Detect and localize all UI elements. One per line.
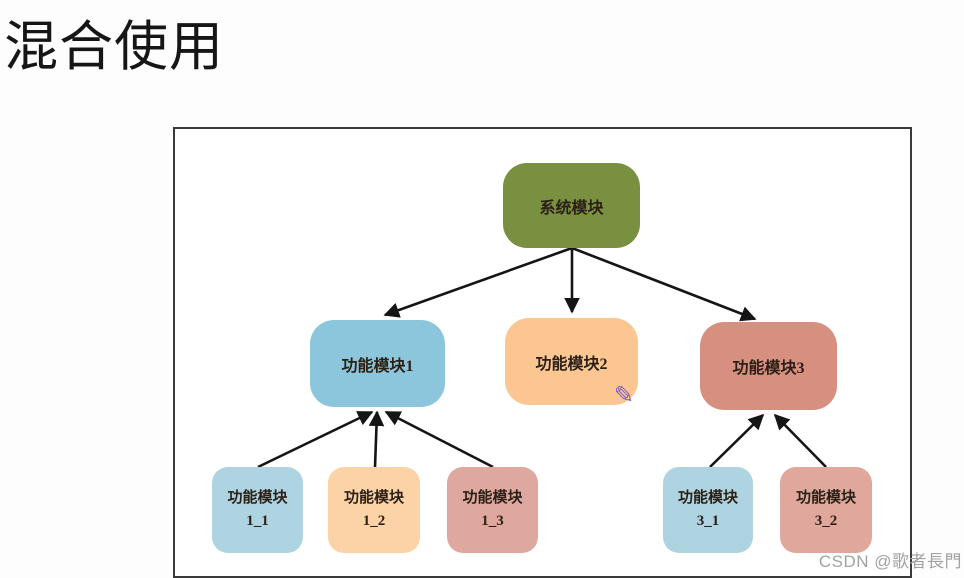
node-label: 功能模块	[795, 489, 856, 506]
node-function-module-2: 功能模块2 ✎	[505, 318, 638, 409]
node-function-module-1-1: 功能模块 1_1	[212, 467, 303, 553]
node-function-module-3-1: 功能模块 3_1	[663, 467, 753, 553]
node-system-module: 系统模块	[503, 163, 640, 248]
node-sublabel: 1_1	[246, 513, 269, 529]
node-label: 功能模块3	[732, 360, 805, 377]
node-function-module-1-2: 功能模块 1_2	[328, 467, 420, 553]
node-sublabel: 3_2	[814, 513, 838, 529]
diagram-canvas: 系统模块 功能模块1 功能模块2 ✎ 功能模块3 功能模块 1_1 功能模块 1…	[173, 127, 912, 578]
node-sublabel: 1_2	[362, 513, 386, 529]
node-sublabel: 3_1	[696, 513, 720, 529]
pencil-icon: ✎	[613, 381, 634, 409]
edge-c13-to-f1	[384, 410, 494, 469]
node-label: 功能模块	[677, 489, 738, 506]
edge-c32-to-f3	[773, 413, 827, 468]
node-label: 功能模块	[227, 489, 288, 506]
edge-root-to-f1	[383, 246, 573, 318]
edge-c11-to-f1	[257, 410, 374, 469]
node-label: 功能模块	[462, 489, 523, 506]
node-function-module-1-3: 功能模块 1_3	[447, 467, 538, 553]
node-label: 功能模块2	[535, 355, 608, 373]
csdn-watermark: CSDN @歌者長門	[818, 552, 962, 571]
node-label: 系统模块	[539, 199, 604, 217]
node-function-module-3: 功能模块3	[700, 322, 837, 410]
node-function-module-1: 功能模块1	[310, 320, 445, 407]
node-function-module-3-2: 功能模块 3_2	[780, 467, 872, 553]
node-label: 功能模块1	[341, 357, 414, 375]
edge-c12-to-f1	[368, 410, 385, 468]
edge-c31-to-f3	[709, 413, 765, 468]
page-title: 混合使用	[4, 17, 224, 77]
edge-root-to-f3	[571, 246, 757, 322]
node-sublabel: 1_3	[481, 513, 504, 529]
node-label: 功能模块	[343, 489, 404, 506]
